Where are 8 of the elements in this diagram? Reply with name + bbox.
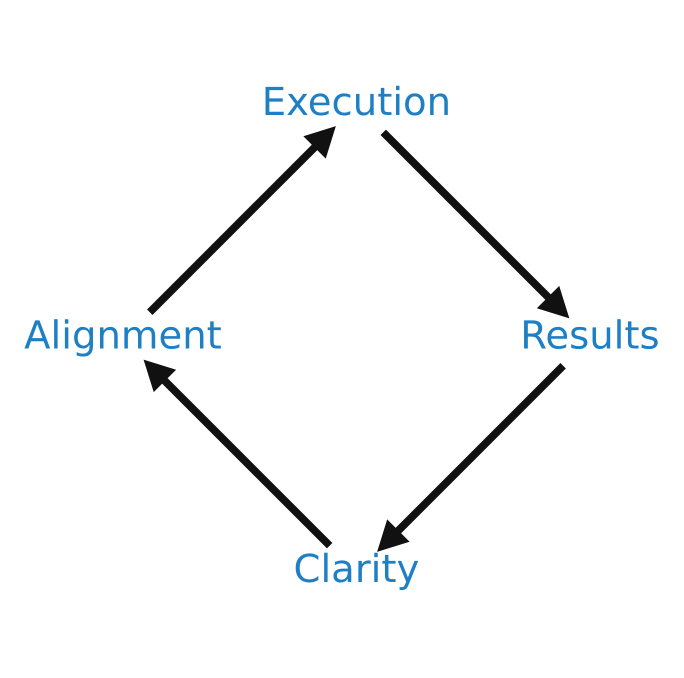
arrow xyxy=(144,360,332,548)
node-text: Alignment xyxy=(24,314,222,359)
arrow xyxy=(380,130,570,318)
node-text: Execution xyxy=(262,80,452,126)
arrow xyxy=(147,126,336,315)
arrow xyxy=(377,363,566,552)
node-text: Results xyxy=(520,314,660,359)
node-text: Clarity xyxy=(294,547,420,592)
